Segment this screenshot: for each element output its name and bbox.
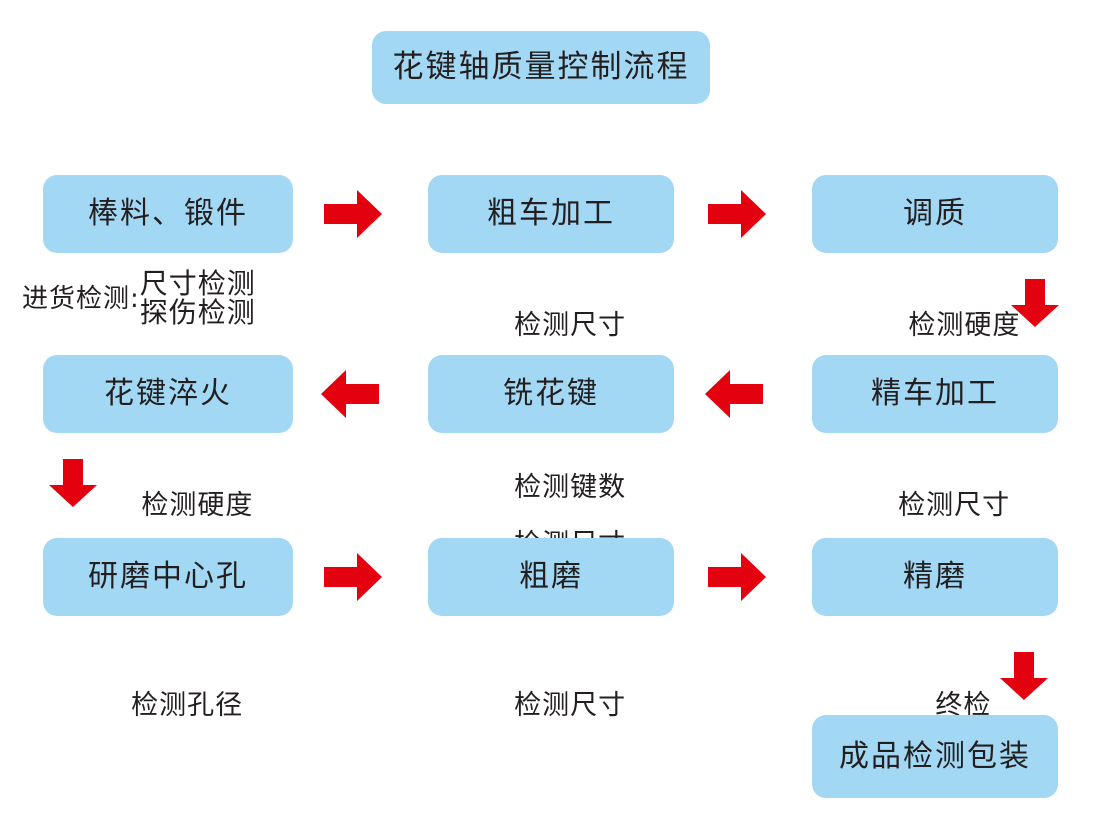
node-rough-turning[interactable]: 粗车加工 [428,175,674,253]
node-spline-milling-label: 铣花键 [503,376,599,411]
node-fine-grinding-label: 精磨 [903,559,967,594]
node-rough-turning-label: 粗车加工 [487,196,615,231]
node-raw-material-label: 棒料、锻件 [88,196,248,231]
node-raw-material[interactable]: 棒料、锻件 [43,175,293,253]
caption-incoming-inspection-line1: 尺寸检测 [139,267,256,301]
caption-tempering-hardness: 检测硬度 [870,283,1020,369]
caption-incoming-inspection-line2: 探伤检测 [139,296,256,329]
node-rough-grinding[interactable]: 粗磨 [428,538,674,616]
node-final-inspection-packaging-label: 成品检测包装 [839,738,1031,774]
caption-final-inspection-label: 终检 [935,689,992,721]
node-finish-turning-label: 精车加工 [871,376,999,411]
flowchart-title-box: 花键轴质量控制流程 [372,31,710,104]
node-fine-grinding[interactable]: 精磨 [812,538,1058,616]
caption-final-inspection: 终检 [897,663,991,749]
caption-rough-turning-dimension-label: 检测尺寸 [514,309,627,341]
caption-quenching-hardness-label: 检测硬度 [141,489,254,521]
node-tempering[interactable]: 调质 [812,175,1058,253]
caption-incoming-inspection-items: 尺寸检测 探伤检测 [140,270,256,327]
caption-spline-milling-line1: 检测键数 [514,471,627,503]
node-spline-milling[interactable]: 铣花键 [428,355,674,433]
arrow-down-fine-grinding-to-final-packaging [1000,652,1048,700]
node-center-hole-grinding[interactable]: 研磨中心孔 [43,538,293,616]
arrow-down-quenching-to-center-hole-grinding [49,459,97,507]
caption-tempering-hardness-label: 检测硬度 [908,309,1021,341]
node-spline-quenching[interactable]: 花键淬火 [43,355,293,433]
caption-quenching-hardness: 检测硬度 [103,463,253,549]
caption-finish-turning-dimension: 检测尺寸 [812,463,1058,549]
caption-rough-turning-dimension: 检测尺寸 [428,283,674,369]
arrow-right-rough-grinding-to-fine-grinding [708,553,766,601]
arrow-right-rough-turning-to-tempering [708,190,766,238]
caption-rough-grinding-dimension-label: 检测尺寸 [514,689,627,721]
caption-incoming-inspection: 进货检测: 尺寸检测 探伤检测 [22,268,322,330]
caption-incoming-inspection-lead: 进货检测: [22,284,140,314]
node-rough-grinding-label: 粗磨 [519,559,583,594]
arrow-right-center-hole-to-rough-grinding [324,553,382,601]
caption-rough-grinding-dimension: 检测尺寸 [428,663,674,749]
node-tempering-label: 调质 [903,196,967,231]
caption-center-hole-diameter: 检测孔径 [43,663,293,749]
flowchart-title-label: 花键轴质量控制流程 [392,49,690,85]
arrow-left-spline-milling-to-quenching [321,370,379,418]
node-center-hole-grinding-label: 研磨中心孔 [88,559,248,594]
caption-center-hole-diameter-label: 检测孔径 [131,689,244,721]
arrow-left-finish-turning-to-spline-milling [705,370,763,418]
arrow-down-tempering-to-finish-turning [1011,279,1059,327]
node-spline-quenching-label: 花键淬火 [104,376,232,411]
arrow-right-raw-to-rough-turning [324,190,382,238]
node-finish-turning[interactable]: 精车加工 [812,355,1058,433]
node-final-inspection-packaging[interactable]: 成品检测包装 [812,715,1058,798]
caption-finish-turning-dimension-label: 检测尺寸 [898,489,1011,521]
